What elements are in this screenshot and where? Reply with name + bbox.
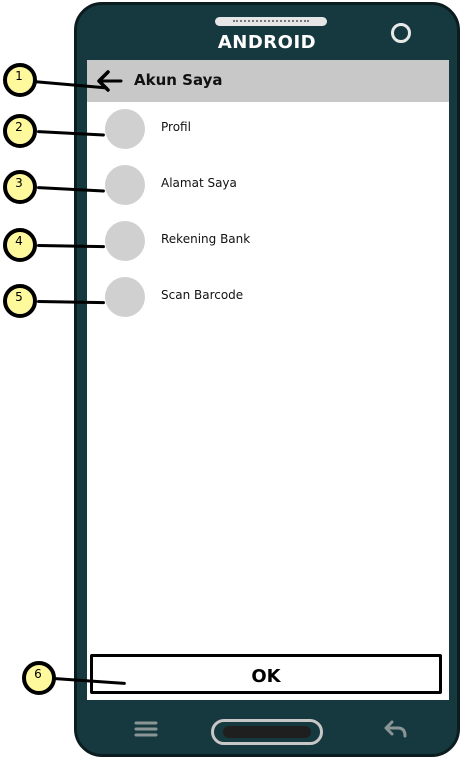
callout-6: 6 — [22, 661, 56, 695]
menu-item-bank-account[interactable]: Rekening Bank — [105, 221, 425, 263]
callout-1: 1 — [3, 63, 37, 97]
menu-item-profile[interactable]: Profil — [105, 109, 425, 151]
return-svg — [384, 720, 407, 738]
menu-item-scan-barcode[interactable]: Scan Barcode — [105, 277, 425, 319]
callout-3: 3 — [3, 170, 37, 204]
callout-2: 2 — [3, 114, 37, 148]
page-title: Akun Saya — [134, 71, 223, 89]
callout-4: 4 — [3, 228, 37, 262]
avatar — [105, 109, 145, 149]
ok-button-label: OK — [251, 666, 281, 687]
back-arrow-svg — [97, 70, 123, 92]
device-brand-label: ANDROID — [217, 32, 317, 53]
avatar — [105, 221, 145, 261]
menu-item-address[interactable]: Alamat Saya — [105, 165, 425, 207]
callout-number: 2 — [15, 120, 23, 134]
callout-number: 6 — [34, 667, 42, 681]
speaker-grill-icon — [215, 17, 327, 26]
menu-item-label: Rekening Bank — [161, 232, 251, 246]
home-button[interactable] — [211, 719, 323, 745]
callout-number: 1 — [15, 69, 23, 83]
menu-item-label: Scan Barcode — [161, 288, 244, 302]
callout-number: 3 — [15, 176, 23, 190]
callout-number: 4 — [15, 234, 23, 248]
menu-item-label: Profil — [161, 120, 191, 134]
avatar — [105, 277, 145, 317]
camera-icon — [391, 23, 411, 43]
ok-button[interactable]: OK — [90, 654, 442, 694]
avatar — [105, 165, 145, 205]
callout-number: 5 — [15, 290, 23, 304]
hamburger-menu-svg — [134, 721, 158, 737]
phone-screen: Akun Saya Profil Alamat Saya Rekening Ba… — [87, 60, 449, 700]
return-icon[interactable] — [383, 716, 409, 742]
callout-5: 5 — [3, 284, 37, 318]
menu-item-label: Alamat Saya — [161, 176, 237, 190]
back-arrow-icon[interactable] — [95, 68, 125, 94]
callout-line — [36, 244, 106, 249]
app-bar: Akun Saya — [87, 60, 449, 102]
callout-line — [36, 300, 106, 305]
speaker-dots — [233, 20, 309, 22]
hamburger-menu-icon[interactable] — [133, 716, 159, 742]
